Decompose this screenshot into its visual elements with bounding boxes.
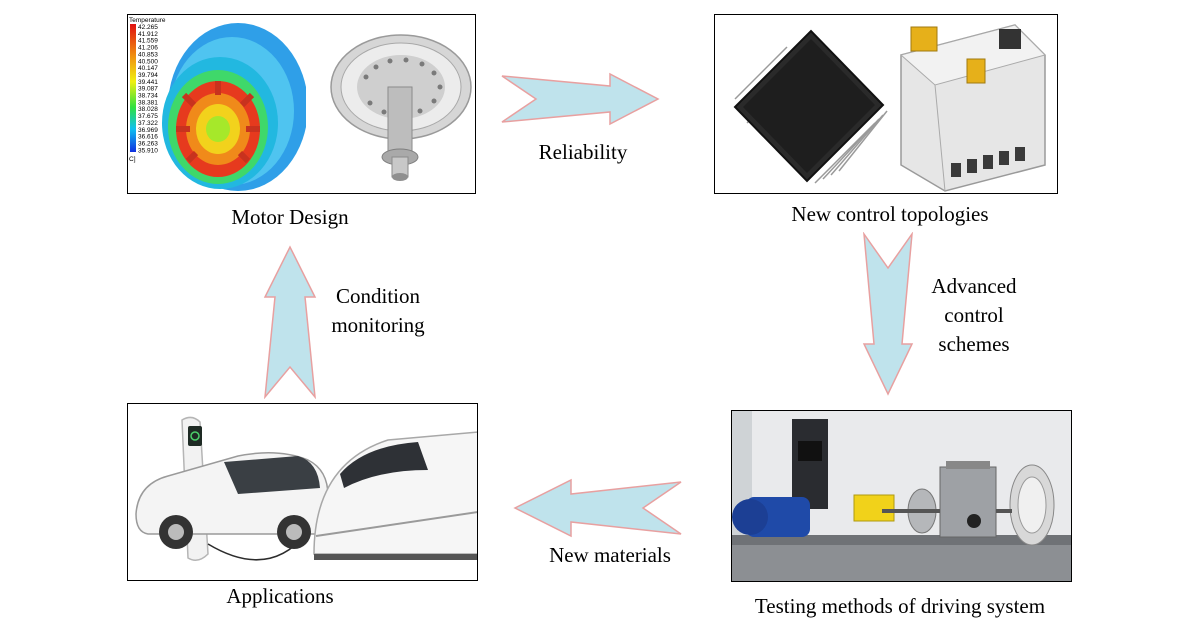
legend-value: 37.322 <box>138 120 158 127</box>
legend-value: 41.912 <box>138 31 158 38</box>
legend-value: 35.910 <box>138 147 158 154</box>
legend-value: 38.028 <box>138 106 158 113</box>
legend-value: 38.734 <box>138 93 158 100</box>
motor-rotor-icon <box>330 34 472 181</box>
microchip-icon <box>733 29 888 184</box>
testing-caption: Testing methods of driving system <box>754 594 1046 618</box>
legend-unit: C] <box>129 156 136 163</box>
right-arrow <box>501 72 660 126</box>
legend-value: 38.381 <box>138 99 158 106</box>
legend-title: Temperature <box>129 17 166 24</box>
thermal-motor-icon <box>162 23 306 191</box>
legend-value: 39.087 <box>138 86 158 93</box>
legend-value: 40.853 <box>138 51 158 58</box>
temperature-legend: Temperature 42.26541.91241.55941.20640.8… <box>129 17 166 163</box>
motor-design-caption: Motor Design <box>231 205 349 229</box>
left-arrow <box>513 478 682 538</box>
legend-value: 36.969 <box>138 127 158 134</box>
applications-caption: Applications <box>226 584 334 608</box>
test-bench-icon <box>732 411 1071 581</box>
legend-value: 37.675 <box>138 113 158 120</box>
label-line-3: schemes <box>938 332 1010 356</box>
up-arrow <box>263 245 317 399</box>
legend-value: 41.206 <box>138 45 158 52</box>
testing-panel <box>731 410 1072 582</box>
condition-monitoring-label: Condition monitoring <box>318 282 438 340</box>
motor-rotor-panel <box>306 14 476 194</box>
label-line-2: control <box>944 303 1004 327</box>
legend-value: 39.794 <box>138 72 158 79</box>
legend-value: 39.441 <box>138 79 158 86</box>
bullet-train-icon <box>313 431 477 560</box>
electric-car-icon <box>135 452 329 549</box>
legend-value: 36.263 <box>138 140 158 147</box>
control-topologies-caption: New control topologies <box>791 202 989 226</box>
legend-value: 40.500 <box>138 58 158 65</box>
legend-value: 36.616 <box>138 134 158 141</box>
applications-panel <box>127 403 478 581</box>
down-arrow <box>862 232 914 396</box>
control-topologies-panel <box>714 14 1058 194</box>
controller-box-icon <box>899 24 1046 192</box>
advanced-control-label: Advanced control schemes <box>914 272 1034 359</box>
label-line-2: monitoring <box>331 313 425 337</box>
label-line-1: Condition <box>335 284 420 308</box>
label-line-1: Advanced <box>931 274 1017 298</box>
legend-value: 42.265 <box>138 24 158 31</box>
legend-value: 40.147 <box>138 65 158 72</box>
legend-value: 41.559 <box>138 38 158 45</box>
new-materials-label: New materials <box>549 543 671 567</box>
reliability-label: Reliability <box>538 140 628 164</box>
